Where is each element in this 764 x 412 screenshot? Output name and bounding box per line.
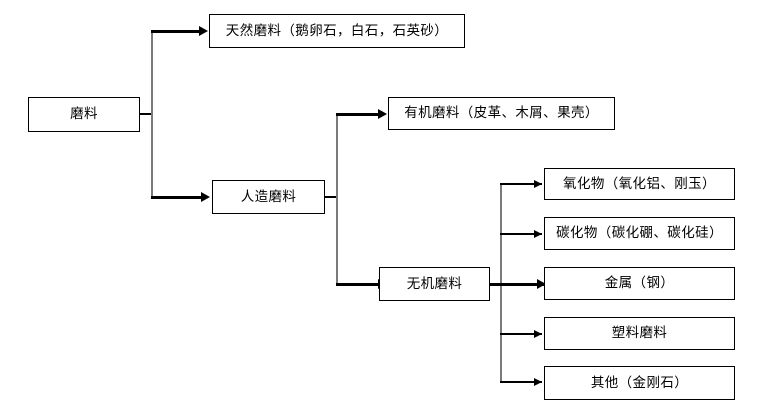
edge-artificial-to-organic-arrowhead [378,109,387,119]
node-other-label: 其他（金刚石） [590,374,689,390]
edge-root-to-artificial-arrowhead [201,192,210,202]
node-root[interactable]: 磨料 [28,97,140,132]
node-carbide[interactable]: 碳化物（碳化硼、碳化硅） [544,217,735,250]
edge-inorganic-to-oxide-line [500,183,542,185]
node-carbide-label: 碳化物（碳化硼、碳化硅） [556,225,723,241]
node-natural-abrasive-label: 天然磨料（鹅卵石，白石，石英砂） [225,22,449,38]
edge-root-stub [140,113,153,115]
edge-trunk-artificial [336,114,338,286]
node-oxide-label: 氧化物（氧化铝、刚玉） [563,175,716,191]
node-organic-abrasive-label: 有机磨料（皮革、木屑、果壳） [404,105,599,121]
edge-root-to-natural-line [151,30,201,33]
edge-artificial-to-inorganic-line [336,283,380,286]
edge-inorganic-to-carbide-arrowhead [534,230,542,238]
edge-artificial-to-organic-line [336,113,380,116]
node-other[interactable]: 其他（金刚石） [544,366,735,400]
edge-root-to-natural-arrowhead [199,26,208,36]
node-oxide[interactable]: 氧化物（氧化铝、刚玉） [544,168,735,200]
edge-inorganic-to-oxide-arrowhead [534,180,542,188]
node-inorganic-abrasive[interactable]: 无机磨料 [379,267,490,301]
node-organic-abrasive[interactable]: 有机磨料（皮革、木屑、果壳） [388,97,615,130]
edge-inorganic-to-plastic-line [500,333,542,335]
node-natural-abrasive[interactable]: 天然磨料（鹅卵石，白石，石英砂） [209,14,465,48]
node-inorganic-abrasive-label: 无机磨料 [406,275,463,291]
node-metal-label: 金属（钢） [604,275,675,291]
node-plastic-abrasive[interactable]: 塑料磨料 [544,317,735,350]
edge-inorganic-to-plastic-arrowhead [534,330,542,338]
node-artificial-abrasive[interactable]: 人造磨料 [212,180,325,214]
edge-inorganic-to-metal-arrowhead [537,279,546,289]
edge-trunk-root [151,31,153,199]
edge-root-to-artificial-line [151,196,203,199]
edge-inorganic-to-metal-line [490,283,546,286]
edge-inorganic-to-carbide-line [500,233,542,235]
edge-inorganic-to-other-line [500,381,542,383]
edge-artificial-stub [325,196,338,198]
edge-inorganic-to-other-arrowhead [534,378,542,386]
node-plastic-abrasive-label: 塑料磨料 [611,325,668,341]
node-metal[interactable]: 金属（钢） [544,267,735,300]
node-root-label: 磨料 [70,106,98,122]
node-artificial-abrasive-label: 人造磨料 [240,188,297,204]
